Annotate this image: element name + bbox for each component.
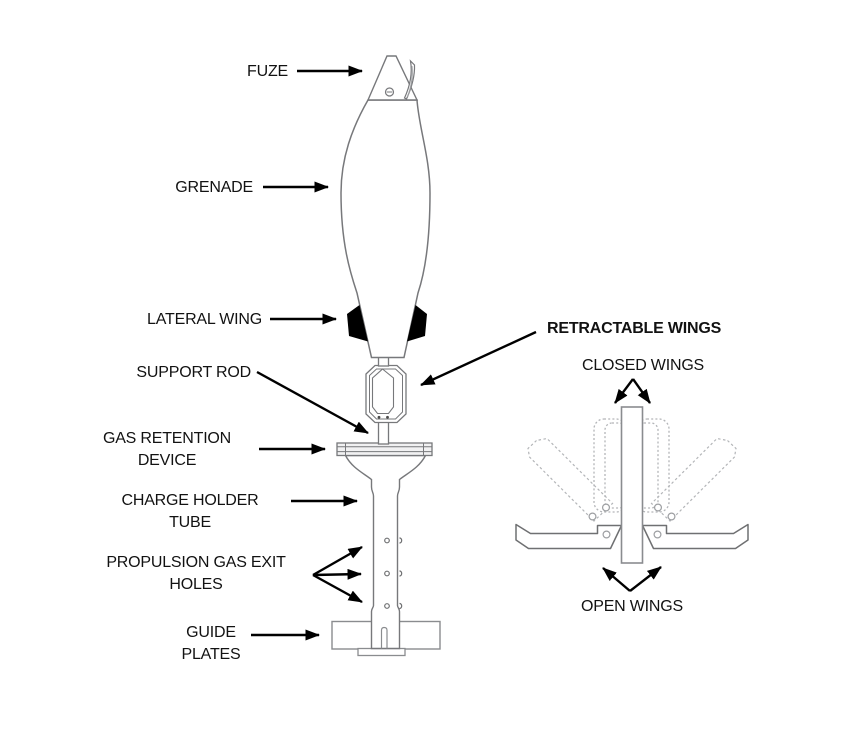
label-lateral-wing: LATERAL WING	[147, 311, 262, 328]
lateral-wings-shape	[347, 305, 427, 342]
label-guide-plates: GUIDE PLATES	[111, 622, 311, 666]
retractable-wings-assembly	[365, 364, 407, 424]
tube-slot	[380, 626, 388, 649]
label-retractable-wings: RETRACTABLE WINGS	[547, 320, 722, 337]
label-line: HOLES	[169, 576, 223, 593]
label-open-wings: OPEN WINGS	[580, 598, 683, 615]
label-line: GAS RETENTION	[102, 430, 232, 447]
label-line: PLATES	[181, 646, 241, 663]
support-rod-arrow	[256, 370, 369, 435]
gas-exit-hole-arrow-2	[312, 568, 362, 580]
grenade-body-shape	[340, 99, 431, 359]
grenade-figure	[331, 55, 441, 657]
label-line: GUIDE	[186, 624, 236, 641]
label-fuze: FUZE	[247, 63, 288, 80]
open-wings-arrow-right	[629, 566, 662, 592]
foot-plate-shape	[357, 647, 406, 657]
support-rod-shape	[377, 420, 390, 445]
label-gas-retention-device: GAS RETENTION DEVICE	[67, 428, 267, 472]
label-line: PROPULSION GAS EXIT	[106, 554, 286, 571]
fuze-shape	[366, 55, 419, 101]
label-charge-holder-tube: CHARGE HOLDER TUBE	[90, 490, 290, 534]
gas-exit-hole-arrow-1	[312, 545, 363, 577]
closed-wings-arrow-right	[632, 378, 651, 404]
label-grenade: GRENADE	[175, 179, 253, 196]
label-line: DEVICE	[137, 452, 197, 469]
closed-wings-arrow-left	[614, 378, 634, 404]
wing-pivot-rivets	[588, 503, 676, 539]
callout-arrows	[251, 65, 662, 641]
label-propulsion-gas-exit-holes: PROPULSION GAS EXIT HOLES	[76, 552, 316, 596]
charge-holder-tube-shape	[344, 454, 427, 650]
label-support-rod: SUPPORT ROD	[136, 364, 251, 381]
wing-mechanism-rod	[620, 406, 644, 564]
deploying-wings-dashed-outline	[527, 437, 737, 522]
gas-retention-device-shape	[336, 442, 433, 457]
gas-exit-holes	[384, 537, 403, 610]
label-closed-wings: CLOSED WINGS	[581, 357, 705, 374]
open-wings-arrow-left	[602, 567, 631, 592]
label-line: TUBE	[169, 514, 211, 531]
open-wings-shape	[515, 523, 749, 550]
gas-exit-hole-arrow-3	[312, 573, 363, 604]
wing-mechanism-diagram	[515, 406, 749, 564]
label-line: CHARGE HOLDER	[121, 492, 259, 509]
retractable-wings-arrow	[420, 330, 537, 387]
